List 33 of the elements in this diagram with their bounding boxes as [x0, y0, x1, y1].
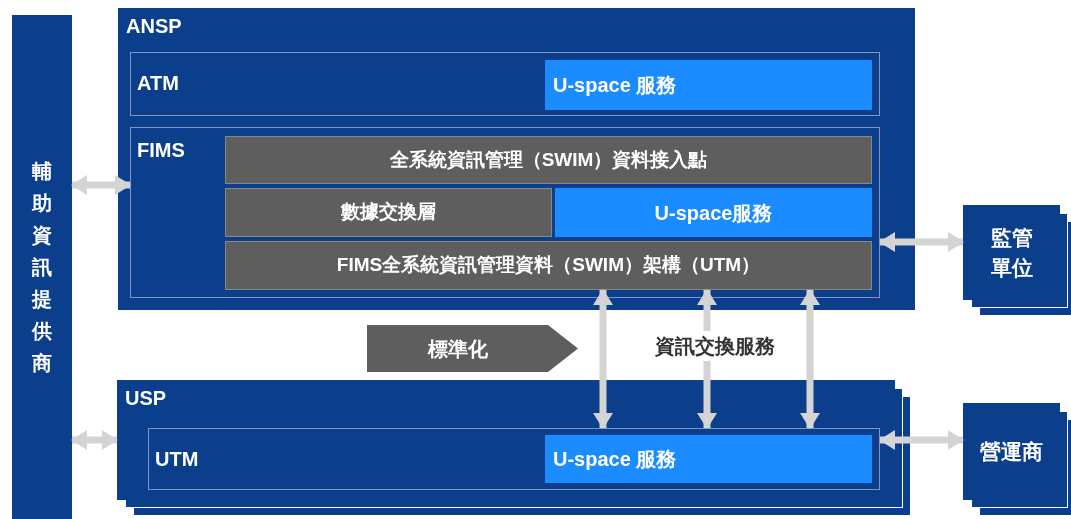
node-label: 輔助資訊提供商 — [32, 159, 52, 376]
service-box — [545, 435, 872, 483]
node-label: U-space服務 — [654, 200, 773, 226]
layer-box — [225, 188, 552, 237]
node-label: 數據交換層 — [341, 200, 436, 225]
double-arrow — [593, 289, 613, 429]
utm-panel — [148, 428, 880, 490]
double-arrow — [71, 430, 118, 450]
node-label: 標準化 — [427, 336, 488, 362]
side-column — [12, 15, 72, 519]
service-box — [545, 60, 872, 110]
node-label: U-space 服務 — [553, 73, 677, 98]
service-box — [555, 188, 872, 237]
node-label: ANSP — [126, 16, 182, 36]
layer-box — [225, 136, 872, 184]
node-label: 營運商 — [980, 438, 1043, 465]
layer-box — [225, 241, 872, 290]
node-label: USP — [125, 388, 167, 408]
double-arrow — [71, 175, 131, 195]
node-label: FIMS全系統資訊管理資料（SWIM）架構（UTM） — [336, 253, 761, 278]
node-label: 全系統資訊管理（SWIM）資料接入點 — [389, 147, 708, 172]
node-label: ATM — [137, 73, 179, 93]
double-arrow — [879, 430, 964, 450]
node-label: 監管單位 — [989, 225, 1034, 281]
fims-panel — [130, 127, 880, 298]
double-arrow — [800, 289, 820, 429]
node-label: UTM — [155, 449, 199, 469]
ansp-panel — [118, 8, 915, 310]
node-label: U-space 服務 — [553, 447, 677, 472]
atm-panel — [130, 52, 880, 116]
chevron-box — [367, 325, 578, 372]
node-label: FIMS — [137, 140, 185, 160]
double-arrow — [879, 232, 964, 252]
